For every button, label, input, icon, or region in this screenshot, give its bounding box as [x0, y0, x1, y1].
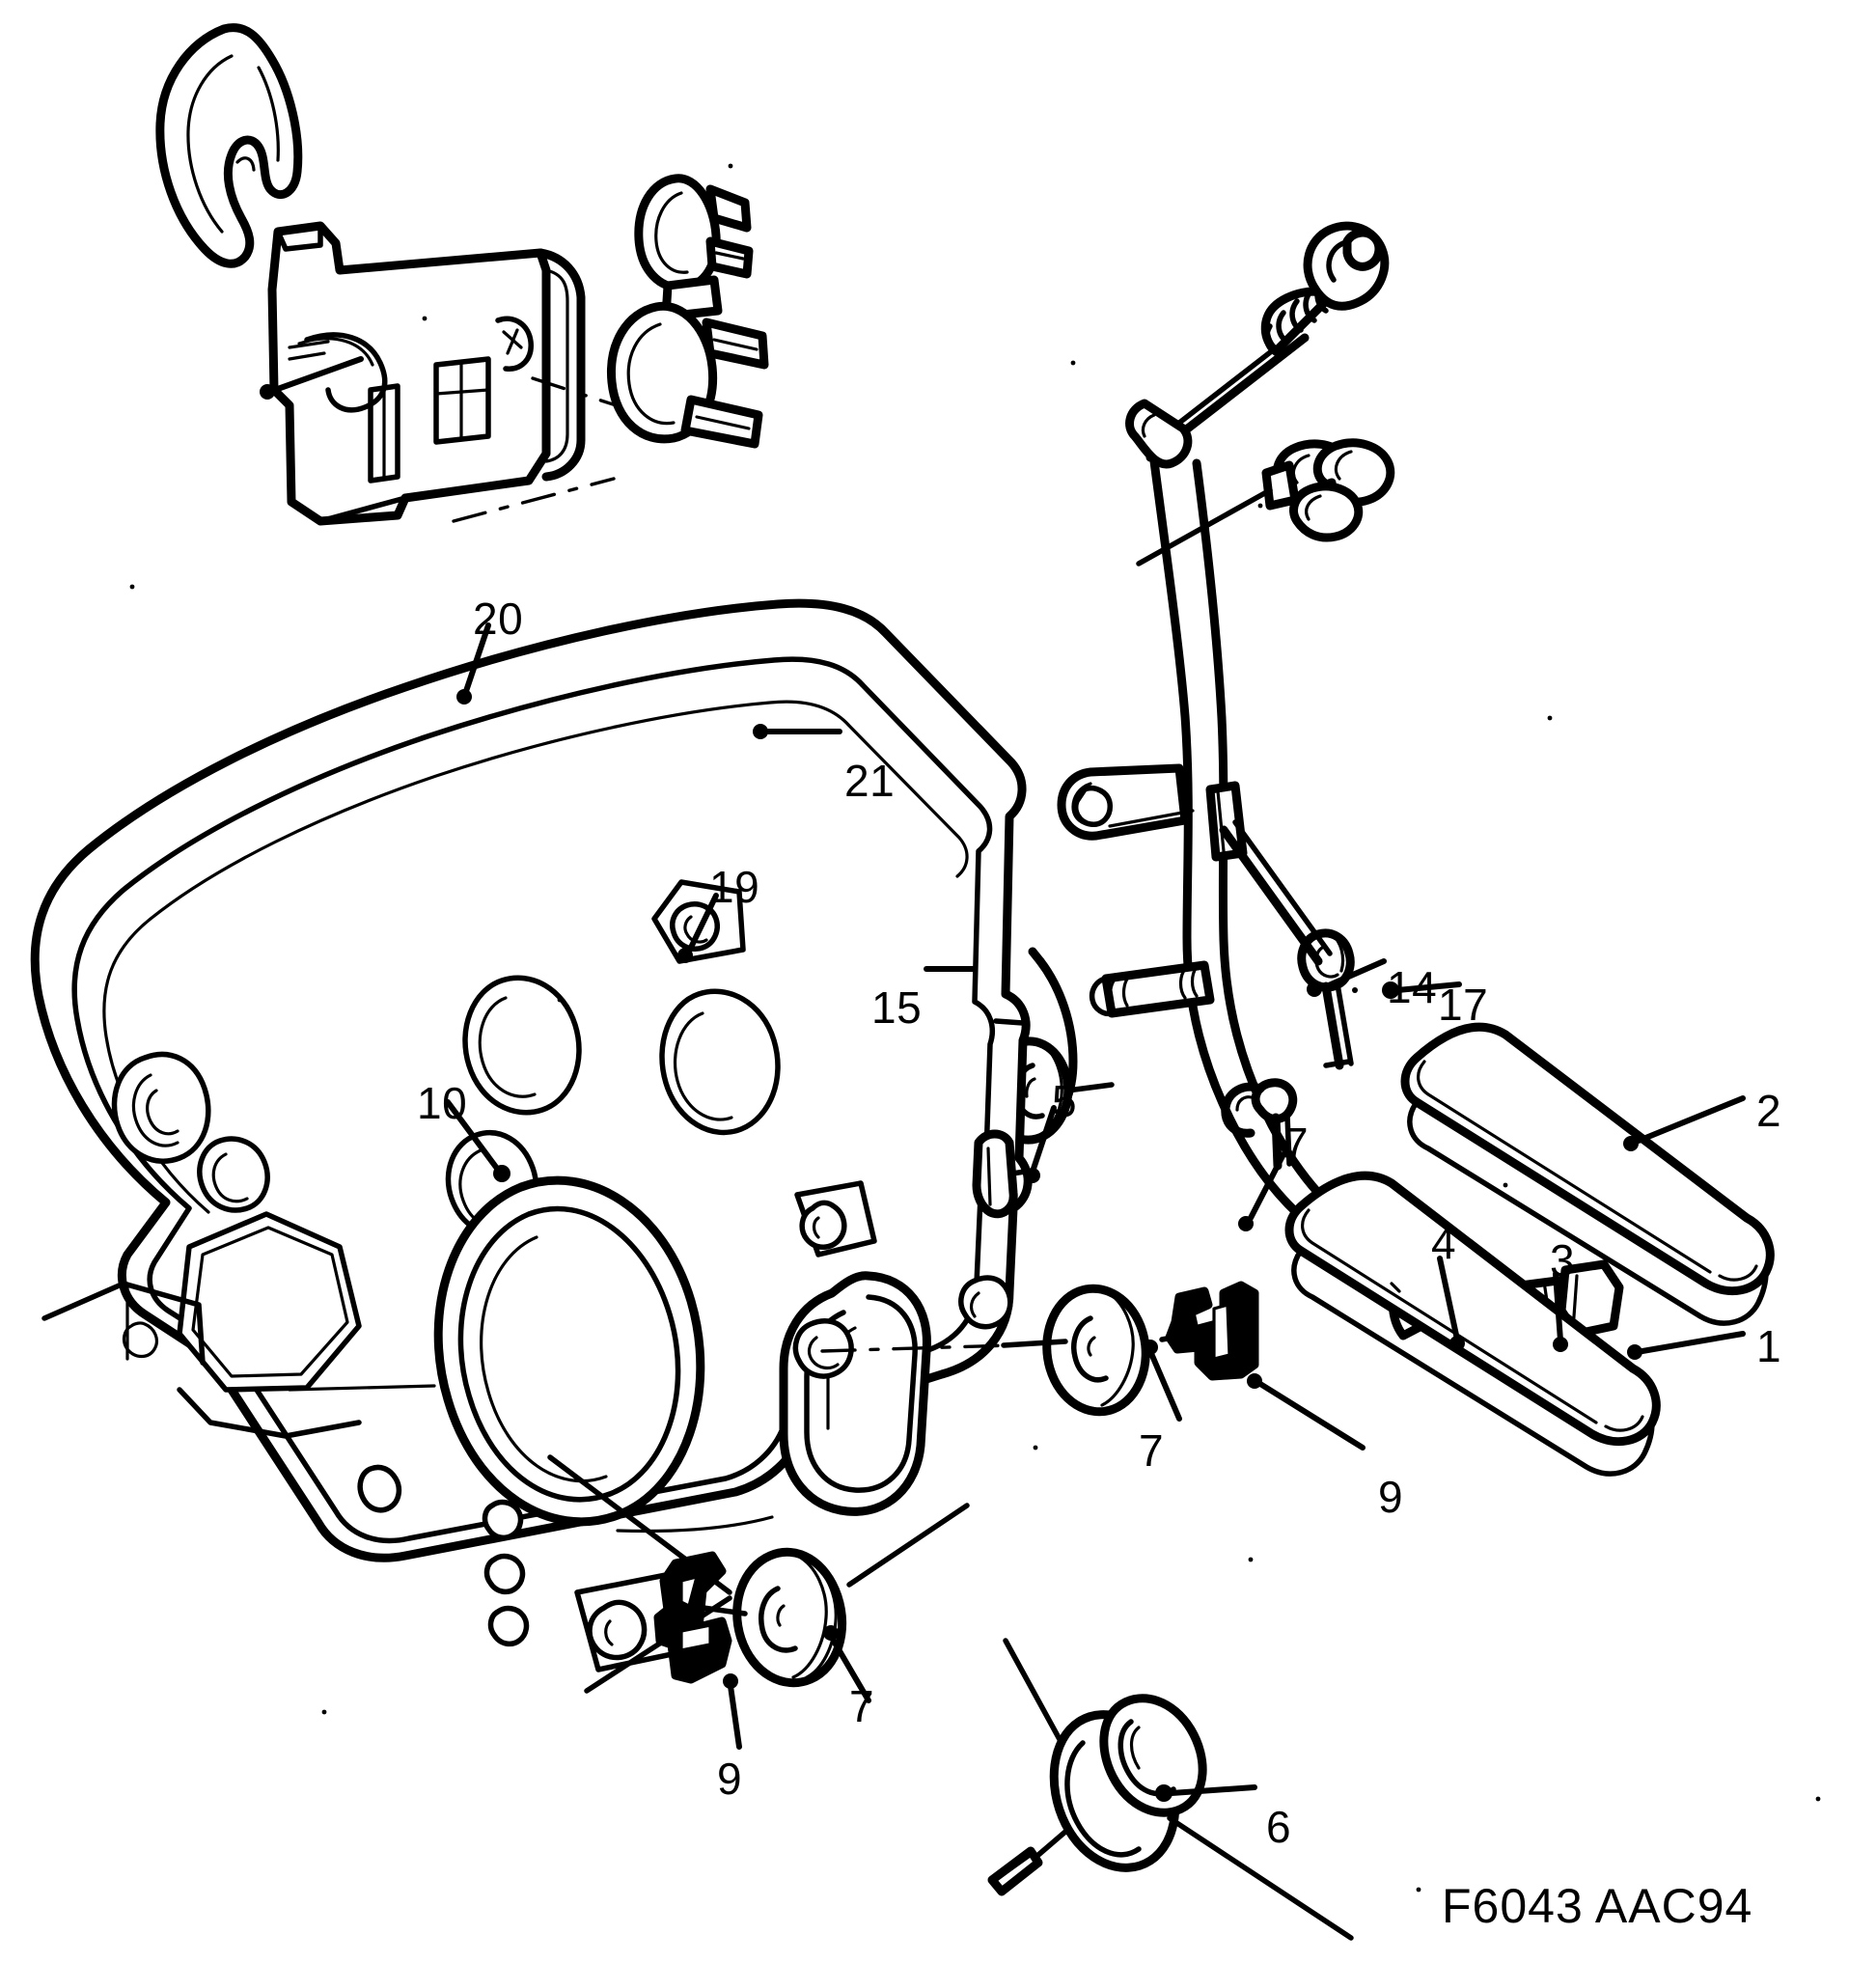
callout-label-15[interactable]: 15 [871, 982, 923, 1033]
callout-label-18[interactable]: 20 [473, 594, 524, 644]
part-1-pedal-pad-lower [1284, 1171, 1661, 1477]
callout-label-3[interactable]: 3 [1550, 1235, 1576, 1285]
callout-label-6[interactable]: 6 [1266, 1802, 1292, 1852]
part-7-pedal-bushing-upper [820, 1284, 1150, 1417]
callout-leaders [260, 356, 1746, 1802]
part-2-pedal-pad-upper [1400, 1022, 1775, 1326]
callout-label-8[interactable]: 7 [1283, 1119, 1310, 1169]
callout-label-1[interactable]: 1 [1756, 1321, 1782, 1371]
part-10-bulkhead-insulation-panel [30, 598, 1033, 1672]
callout-label-9-lower[interactable]: 9 [717, 1754, 743, 1804]
part-14-rod-end-adjuster [1142, 221, 1390, 462]
callout-label-9-upper[interactable]: 9 [1378, 1472, 1404, 1522]
callout-label-2[interactable]: 2 [1756, 1086, 1782, 1136]
callout-label-20[interactable]: 21 [844, 756, 896, 806]
scan-artifacts [129, 163, 1821, 1893]
callout-label-14[interactable]: 14 [1387, 962, 1438, 1012]
callout-label-10[interactable]: 10 [417, 1078, 468, 1128]
callout-label-17[interactable]: 17 [1438, 980, 1489, 1030]
callout-label-7-upper[interactable]: 7 [1139, 1425, 1165, 1476]
diagram-caption: F6043 AAC94 [1442, 1879, 1753, 1933]
callout-label-19[interactable]: 19 [709, 862, 760, 912]
part-20-double-hose-clip [606, 174, 769, 449]
pedal-arm-assembly [1057, 399, 1375, 1252]
callout-label-4[interactable]: 4 [1431, 1218, 1457, 1268]
part-9-retaining-clip-upper [1159, 1281, 1259, 1381]
callout-label-5[interactable]: 5 [1052, 1076, 1078, 1126]
callout-label-7-lower[interactable]: 7 [849, 1681, 875, 1731]
part-21-c-clip-retainer [155, 23, 303, 268]
part-7-pedal-bushing-lower [547, 1454, 970, 1694]
part-9-retaining-clip-lower [653, 1551, 732, 1684]
part-18-pedal-bracket-housing [267, 221, 677, 526]
part-6-rubber-stop-grommet [987, 1638, 1354, 1941]
part-8-spring-retainer-hook [1221, 1078, 1298, 1171]
